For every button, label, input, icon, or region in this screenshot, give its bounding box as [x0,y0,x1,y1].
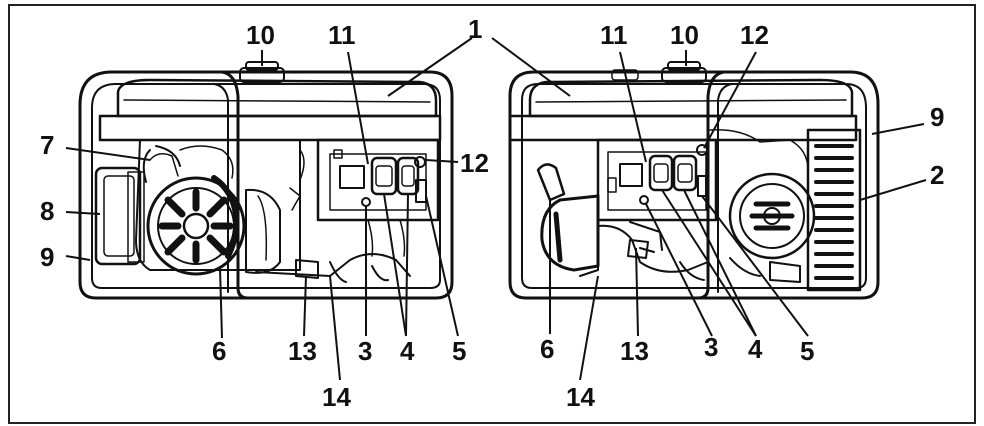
right-starter-handle [536,163,566,202]
right-oil-plug [627,239,649,259]
right-callouts: 11 10 12 1 9 2 6 13 3 4 5 14 [540,20,944,412]
left-ground-terminal [361,197,371,207]
right-dc-terminal [697,175,707,197]
right-frame-tube-inner [521,83,867,289]
right-callout-9: 9 [930,102,944,132]
left-callout-6: 6 [212,336,226,366]
right-alternator-cover [806,128,862,292]
right-frame-post [696,70,726,300]
left-oil-plug [295,259,319,279]
left-generator-view [78,61,454,300]
left-callout-4: 4 [400,336,415,366]
right-callout-12: 12 [740,20,769,50]
left-frame-tube-inner [91,83,441,289]
left-callouts: 1 10 11 7 12 8 9 6 13 3 4 5 14 [40,14,489,412]
left-fuel-tank [116,78,438,118]
leader-lines [65,37,927,381]
right-ac-socket-a [648,154,674,192]
left-fuel-cap [239,67,285,83]
right-callout-3: 3 [704,332,718,362]
right-engine-block [569,139,599,277]
left-panel-breaker [414,156,426,168]
right-frame-tube [508,70,880,300]
right-callout-5: 5 [800,336,814,366]
left-callout-3: 3 [358,336,372,366]
right-tank-base [508,114,858,142]
right-fan-grille [728,172,816,260]
left-callout-12: 12 [460,148,489,178]
left-alternator [245,188,281,274]
left-tank-seam [123,99,431,103]
right-panel-breaker [696,144,708,156]
right-generator-view [508,61,880,300]
right-callout-6: 6 [540,334,554,364]
left-callout-14: 14 [322,382,351,412]
left-callout-7: 7 [40,130,54,160]
right-callout-13: 13 [620,336,649,366]
left-callout-5: 5 [452,336,466,366]
right-callout-2: 2 [930,160,944,190]
left-callout-13: 13 [288,336,317,366]
right-callout-14: 14 [566,382,595,412]
figure-frame [8,4,976,424]
left-dc-terminal [415,179,427,203]
right-voltmeter [619,163,643,187]
left-frame-tube [78,70,454,300]
right-ground-terminal [639,195,649,205]
left-callout-11: 11 [328,20,356,50]
left-callout-8: 8 [40,196,54,226]
right-callout-11: 11 [600,20,628,50]
left-air-filter [94,166,142,266]
right-recoil-starter [540,194,600,272]
right-fuel-cap [661,67,707,83]
left-recoil-starter [146,175,246,276]
right-callout-10: 10 [670,20,699,50]
right-fuel-tank [528,78,854,118]
left-voltmeter [339,165,365,189]
left-control-panel [316,138,440,222]
right-callout-4: 4 [748,334,763,364]
left-callout-9: 9 [40,242,54,272]
left-callout-10: 10 [246,20,275,50]
left-tank-base [98,114,442,142]
left-callout-1: 1 [468,14,482,44]
left-frame-post [220,70,250,300]
